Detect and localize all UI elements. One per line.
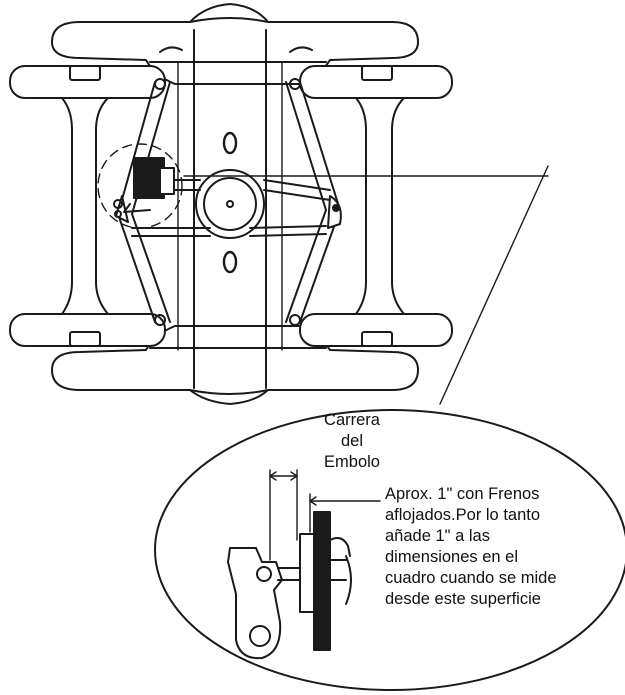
slack-note: Aprox. 1" con Frenos aflojados.Por lo ta…	[385, 484, 621, 610]
note-line-4: dimensiones en el	[385, 548, 518, 566]
bolster	[177, 29, 283, 389]
note-line-6: desde este superficie	[385, 590, 541, 608]
stroke-label: Carrera del Embolo	[312, 410, 392, 473]
brake-cylinder-and-rods	[113, 157, 342, 237]
note-line-2: aflojados.Por lo tanto	[385, 506, 541, 524]
stroke-label-line-2: del	[340, 432, 364, 450]
stroke-label-line-3: Embolo	[324, 453, 380, 471]
note-line-3: añade 1" a las	[385, 527, 490, 545]
note-line-5: cuadro cuando se mide	[385, 569, 557, 587]
note-line-1: Aprox. 1" con Frenos	[385, 485, 540, 503]
stroke-label-line-1: Carrera	[324, 411, 380, 429]
detail-callout	[97, 143, 625, 691]
detail-mechanism	[227, 469, 381, 660]
detail-magnifier-ellipse	[154, 409, 625, 691]
right-wheelset	[299, 65, 453, 347]
left-wheelset	[9, 65, 166, 347]
